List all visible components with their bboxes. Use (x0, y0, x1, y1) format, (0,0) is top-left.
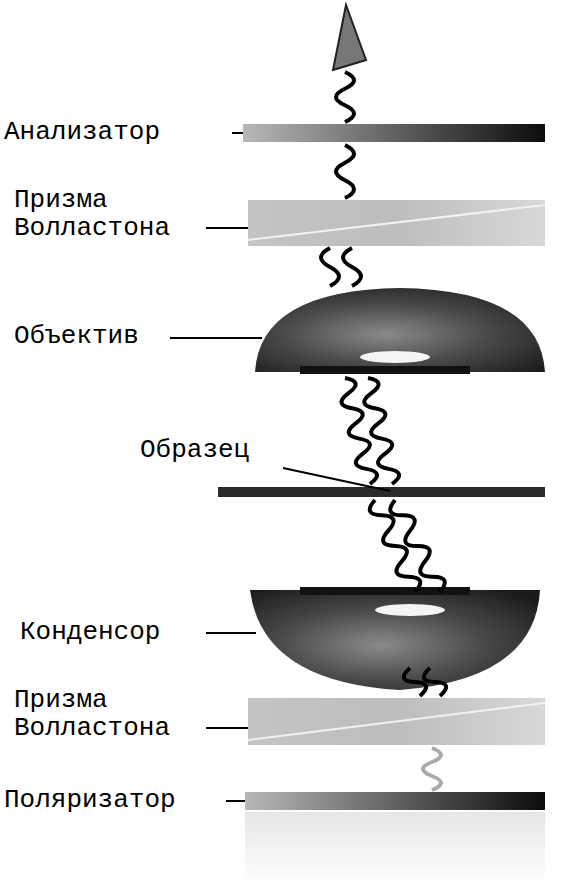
light-wave (424, 668, 446, 696)
light-wave (423, 748, 441, 790)
wollaston-prism (248, 698, 545, 745)
wollaston-prism (248, 200, 545, 246)
polarizer-plate (245, 792, 545, 810)
part-label: Анализатор (4, 118, 160, 146)
light-wave (343, 248, 361, 286)
light-wave (404, 668, 426, 696)
part-label: Призма Волластона (14, 686, 186, 742)
light-wave (336, 72, 354, 122)
part-label: Поляризатор (4, 786, 176, 814)
objective-lens (255, 288, 545, 372)
arrow-head (333, 5, 366, 70)
light-wave (364, 378, 399, 484)
light-wave (321, 248, 339, 286)
condenser-lens (250, 590, 540, 690)
part-label: Образец (140, 436, 249, 464)
part-label: Объектив (14, 322, 139, 350)
light-wave (390, 500, 445, 592)
part-label: Конденсор (20, 618, 160, 646)
part-label: Призма Волластона (14, 186, 186, 242)
light-wave (336, 145, 354, 198)
analyzer-plate (243, 124, 545, 142)
